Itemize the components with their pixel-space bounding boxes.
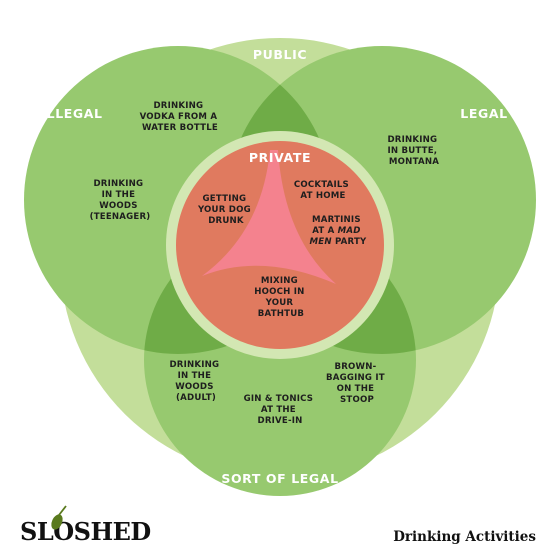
label-illegal: ILLEGAL — [41, 106, 102, 121]
label-legal: LEGAL — [460, 106, 507, 121]
footer-title: Drinking Activities — [393, 529, 536, 545]
item-cocktails: COCKTAILS AT HOME — [294, 180, 352, 201]
item-brown-bagging: BROWN- BAGGING IT ON THE STOOP — [326, 362, 388, 405]
center-overlap — [202, 150, 336, 284]
item-gin-tonics: GIN & TONICS AT THE DRIVE-IN — [244, 394, 317, 426]
label-sort-of-legal: SORT OF LEGAL — [221, 471, 338, 486]
label-public: PUBLIC — [253, 47, 307, 62]
item-woods-adult: DRINKING IN THE WOODS (ADULT) — [169, 360, 222, 403]
item-vodka: DRINKING VODKA FROM A WATER BOTTLE — [140, 101, 221, 133]
olive-icon — [51, 505, 67, 530]
item-hooch: MIXING HOOCH IN YOUR BATHTUB — [254, 276, 308, 319]
item-butte: DRINKING IN BUTTE, MONTANA — [387, 135, 440, 167]
item-dog: GETTING YOUR DOG DRUNK — [197, 194, 254, 226]
item-woods-teenager: DRINKING IN THE WOODS (TEENAGER) — [90, 179, 151, 222]
item-martinis: MARTINIS AT A MAD MEN PARTY — [310, 215, 367, 247]
sloshed-logo: SLOSHED — [20, 505, 151, 546]
label-private: PRIVATE — [249, 150, 311, 165]
logo-text: SLOSHED — [20, 517, 151, 546]
